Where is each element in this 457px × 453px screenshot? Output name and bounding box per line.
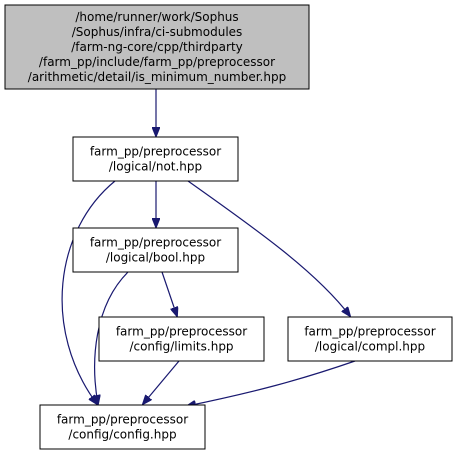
node-box — [72, 227, 239, 273]
node-label-line: farm_pp/preprocessor — [304, 325, 435, 339]
node-config[interactable]: farm_pp/preprocessor/config/config.hpp — [39, 404, 206, 450]
nodes-layer: /home/runner/work/Sophus/Sophus/infra/ci… — [4, 4, 453, 450]
node-label-line: /arithmetic/detail/is_minimum_number.hpp — [28, 70, 286, 84]
node-box — [39, 404, 206, 450]
node-label-line: /farm-ng-core/cpp/thirdparty — [71, 40, 243, 54]
node-label-line: farm_pp/preprocessor — [116, 325, 247, 339]
node-label-line: /home/runner/work/Sophus — [75, 10, 238, 24]
node-label-line: farm_pp/preprocessor — [57, 413, 188, 427]
node-box — [72, 136, 239, 182]
node-label-line: /Sophus/infra/ci-submodules — [72, 25, 243, 39]
edge-not-to-config — [61, 180, 116, 404]
edge-compl-to-config — [187, 360, 356, 406]
node-label-line: farm_pp/preprocessor — [90, 145, 221, 159]
edge-limits-to-config — [143, 360, 180, 404]
node-root: /home/runner/work/Sophus/Sophus/infra/ci… — [4, 4, 310, 90]
node-label-line: /logical/not.hpp — [109, 160, 202, 174]
edge-bool-to-limits — [161, 271, 177, 316]
node-box — [4, 4, 310, 90]
node-bool[interactable]: farm_pp/preprocessor/logical/bool.hpp — [72, 227, 239, 273]
node-label-line: /config/config.hpp — [68, 428, 176, 442]
node-label-line: /logical/bool.hpp — [106, 251, 205, 265]
node-label-line: /config/limits.hpp — [129, 340, 233, 354]
node-box — [98, 316, 265, 362]
node-not[interactable]: farm_pp/preprocessor/logical/not.hpp — [72, 136, 239, 182]
edge-bool-to-config — [95, 271, 129, 404]
edges-layer — [61, 89, 356, 406]
node-label-line: /logical/compl.hpp — [315, 340, 425, 354]
node-limits[interactable]: farm_pp/preprocessor/config/limits.hpp — [98, 316, 265, 362]
node-label-line: farm_pp/preprocessor — [90, 236, 221, 250]
node-label-line: /farm_pp/include/farm_pp/preprocessor — [39, 55, 275, 69]
node-compl[interactable]: farm_pp/preprocessor/logical/compl.hpp — [287, 316, 453, 362]
edge-not-to-compl — [187, 180, 350, 316]
node-box — [287, 316, 453, 362]
